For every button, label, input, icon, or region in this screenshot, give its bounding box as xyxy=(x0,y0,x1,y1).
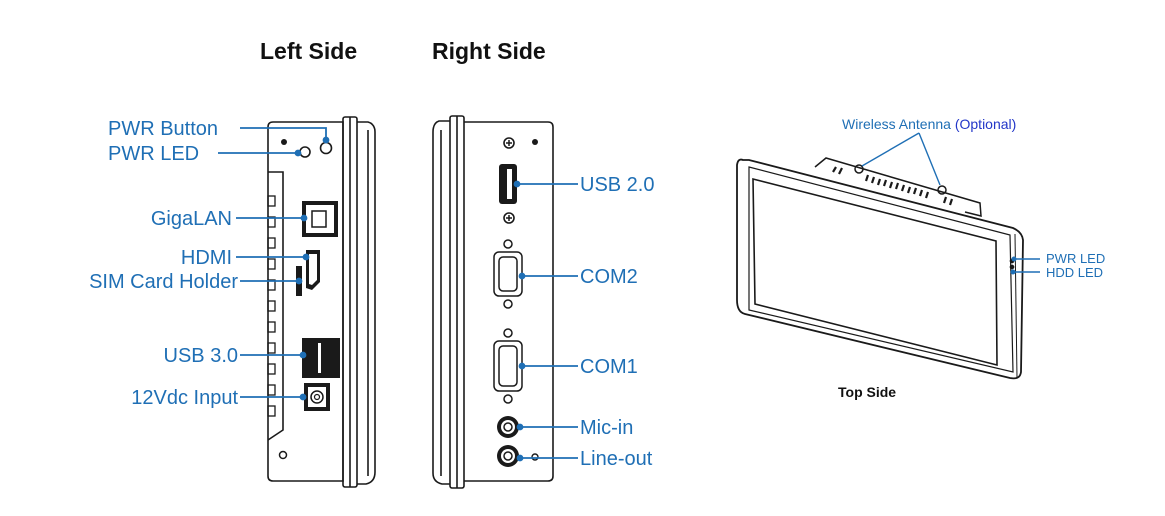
label-sim-card-holder: SIM Card Holder xyxy=(89,271,238,293)
label-com1: COM1 xyxy=(580,356,638,378)
pwr-led-icon xyxy=(299,146,311,158)
right-callouts xyxy=(513,180,578,462)
com2-port-icon xyxy=(493,239,523,309)
lan-port-icon xyxy=(302,201,338,237)
pwr-button-icon xyxy=(319,141,333,155)
antenna-label-text: Wireless Antenna xyxy=(842,116,951,132)
label-gigalan: GigaLAN xyxy=(150,208,232,230)
label-mic-in: Mic-in xyxy=(580,417,634,439)
antenna-hole-left-icon xyxy=(854,164,864,174)
top-side-caption: Top Side xyxy=(838,384,897,400)
label-wireless-antenna: Wireless Antenna (Optional) xyxy=(842,117,1016,131)
top-callouts xyxy=(861,132,1040,275)
label-top-pwr-led: PWR LED xyxy=(1046,251,1106,266)
label-usb-3: USB 3.0 xyxy=(163,345,238,367)
hdmi-port-icon xyxy=(306,250,320,290)
antenna-optional-text: (Optional) xyxy=(954,116,1017,132)
right-side-device xyxy=(432,115,554,489)
mic-in-jack-icon xyxy=(497,416,519,438)
right-side-ports xyxy=(493,137,539,467)
label-pwr-led: PWR LED xyxy=(108,143,200,165)
label-pwr-button: PWR Button xyxy=(108,118,219,140)
label-12vdc-input: 12Vdc Input xyxy=(131,387,238,409)
label-line-out: Line-out xyxy=(580,448,653,470)
label-top-hdd-led: HDD LED xyxy=(1046,265,1104,280)
label-usb-2: USB 2.0 xyxy=(580,174,655,196)
left-side-ports xyxy=(278,139,340,460)
dc-jack-icon xyxy=(304,383,330,411)
top-side-device xyxy=(736,157,1024,380)
right-side-title: Right Side xyxy=(432,38,546,64)
usb2-port-icon xyxy=(499,164,517,204)
left-side-title: Left Side xyxy=(260,38,358,64)
left-callouts xyxy=(218,127,330,401)
label-hdmi: HDMI xyxy=(180,247,232,269)
com1-port-icon xyxy=(493,328,523,404)
label-com2: COM2 xyxy=(580,266,638,288)
line-out-jack-icon xyxy=(497,445,519,467)
antenna-hole-right-icon xyxy=(937,185,947,195)
usb3-port-icon xyxy=(302,338,340,378)
left-side-device xyxy=(267,116,376,488)
